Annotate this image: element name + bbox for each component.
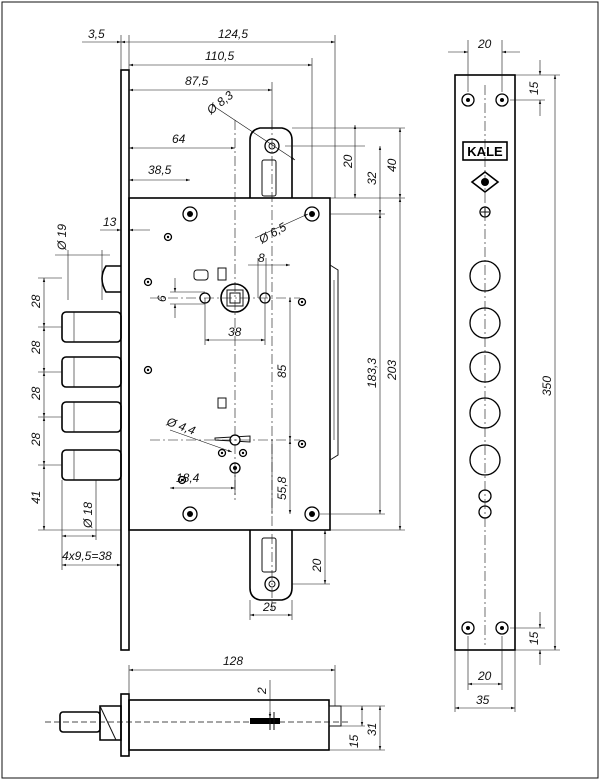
strike-plate — [454, 74, 516, 651]
dim-28-b: 28 — [29, 340, 43, 355]
latch-bolt — [101, 265, 121, 293]
lock-bottom-view — [45, 665, 385, 757]
upper-mounting-tab — [249, 127, 293, 198]
bottom-faceplate — [120, 693, 130, 757]
cylinder-cam — [214, 397, 251, 474]
bottom-bolt — [99, 705, 122, 741]
dim-phi-18: Ø 18 — [81, 502, 95, 529]
dim-87-5: 87,5 — [185, 74, 209, 88]
dim-110-5: 110,5 — [205, 49, 234, 63]
strike-dim-20-bottom: 20 — [477, 669, 492, 683]
dim-32: 32 — [365, 171, 379, 185]
mounting-screws — [182, 206, 320, 522]
dim-203: 203 — [385, 360, 399, 381]
dim-64: 64 — [172, 132, 186, 146]
dim-13: 13 — [103, 215, 117, 229]
dim-4x9-5: 4x9,5=38 — [62, 549, 112, 563]
dim-6: 6 — [155, 295, 169, 302]
strike-dim-15-bottom: 15 — [527, 631, 541, 645]
faceplate — [120, 69, 130, 651]
dim-18-4: 18,4 — [176, 471, 200, 485]
dim-31: 31 — [365, 723, 379, 736]
dim-15-bottom: 15 — [347, 734, 361, 748]
dim-55-8: 55,8 — [275, 476, 289, 500]
bottom-key-slot — [250, 718, 280, 724]
lower-mounting-tab — [249, 530, 293, 601]
strike-dimension-labels: 20 15 350 15 20 35 — [476, 37, 554, 707]
lower-tab-slot — [261, 537, 277, 573]
rivets — [143, 232, 307, 485]
dim-38-5: 38,5 — [148, 163, 172, 177]
dim-124-5: 124,5 — [218, 27, 248, 41]
dim-28-a: 28 — [29, 294, 43, 309]
dim-3-5: 3,5 — [88, 27, 105, 41]
brand-logo-text: KALE — [467, 144, 503, 159]
dim-phi-8-3: Ø 8,3 — [203, 88, 236, 118]
dim-25: 25 — [262, 600, 277, 614]
strike-dim-35: 35 — [476, 693, 490, 707]
strike-bolt-openings — [469, 260, 501, 519]
strike-screw-holes — [461, 93, 509, 635]
diamond-logo-icon — [470, 170, 500, 194]
dim-28-c: 28 — [29, 386, 43, 401]
dim-2: 2 — [255, 687, 269, 695]
deadbolts — [61, 311, 122, 481]
upper-tab-slot — [261, 159, 277, 197]
strike-dim-15-top: 15 — [527, 81, 541, 95]
dim-20-top: 20 — [341, 154, 355, 169]
strike-dim-350: 350 — [540, 376, 554, 396]
dimension-lines — [38, 35, 405, 620]
handle-follower — [193, 267, 271, 313]
bottom-case — [128, 699, 330, 751]
lock-body-view — [61, 69, 339, 651]
dim-40: 40 — [385, 158, 399, 172]
dim-128: 128 — [223, 654, 243, 668]
bottom-dimension-labels: 128 2 15 31 — [223, 654, 379, 748]
dim-phi-4-4: Ø 4,4 — [164, 414, 198, 438]
dim-28-d: 28 — [29, 432, 43, 447]
dim-phi-19: Ø 19 — [55, 224, 69, 251]
strike-plate-view: KALE — [448, 40, 560, 712]
lock-case — [128, 197, 331, 531]
dim-38: 38 — [228, 325, 242, 339]
dim-41: 41 — [29, 491, 43, 504]
dim-183-3: 183,3 — [365, 358, 379, 388]
dim-8: 8 — [258, 251, 265, 265]
dimension-labels: 3,5 124,5 110,5 87,5 Ø 8,3 64 38,5 20 32… — [29, 27, 399, 614]
dim-20-bottom: 20 — [310, 558, 324, 573]
strike-dim-20-top: 20 — [477, 37, 492, 51]
dim-85: 85 — [275, 364, 289, 378]
